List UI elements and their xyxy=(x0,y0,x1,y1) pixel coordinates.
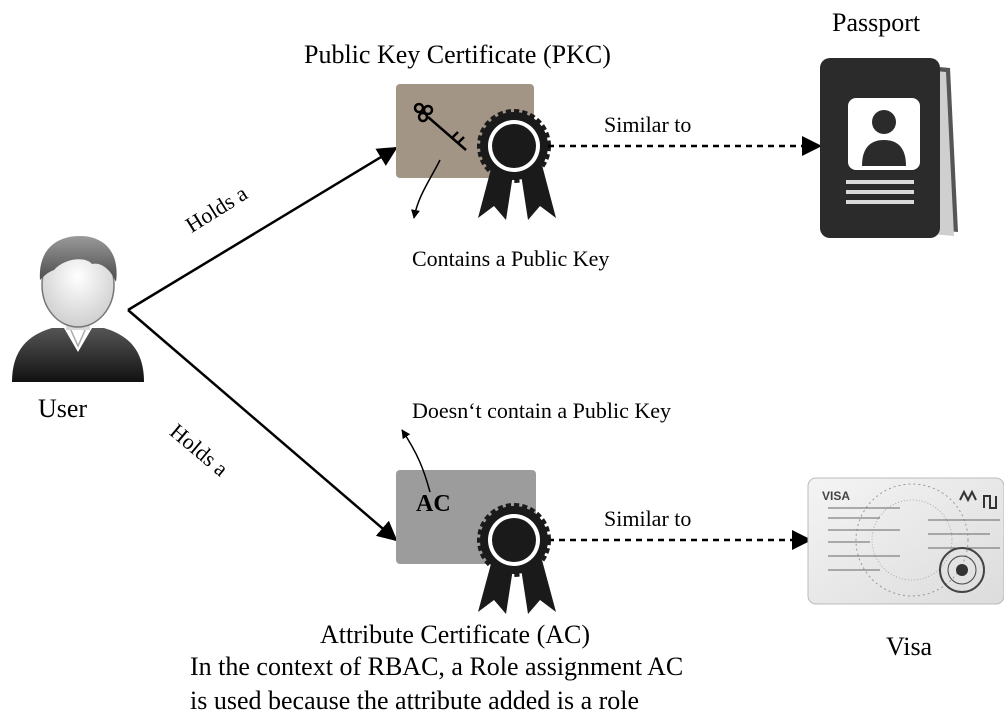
contains-pk-label: Contains a Public Key xyxy=(412,246,610,271)
contains-pk-pointer xyxy=(411,159,441,219)
doesnt-contain-pk-pointer xyxy=(401,429,431,493)
similar-to-bottom-label: Similar to xyxy=(604,506,692,531)
holds-a-top-arrow xyxy=(127,146,398,312)
pkc-title: Public Key Certificate (PKC) xyxy=(304,40,611,69)
user-avatar-icon xyxy=(12,236,144,382)
ac-certificate-icon xyxy=(396,470,556,614)
ac-title: Attribute Certificate (AC) xyxy=(320,620,591,649)
doesnt-contain-pk-label: Doesn‘t contain a Public Key xyxy=(412,398,672,423)
visa-card-icon: VISA xyxy=(807,477,1004,605)
ribbon-seal-icon xyxy=(477,503,556,614)
visa-brand-text: VISA xyxy=(822,489,850,503)
rbac-note-line1: In the context of RBAC, a Role assignmen… xyxy=(190,652,684,681)
ribbon-seal-icon xyxy=(477,109,556,220)
ac-badge-label: AC xyxy=(416,491,451,517)
passport-label: Passport xyxy=(832,8,921,37)
key-icon xyxy=(413,102,467,151)
rbac-note-line2: is used because the attribute added is a… xyxy=(190,686,640,715)
passport-icon xyxy=(820,58,958,238)
similar-to-top-label: Similar to xyxy=(604,112,692,137)
user-label: User xyxy=(38,394,88,423)
visa-label: Visa xyxy=(886,632,933,661)
holds-a-bottom-arrow xyxy=(127,309,398,542)
